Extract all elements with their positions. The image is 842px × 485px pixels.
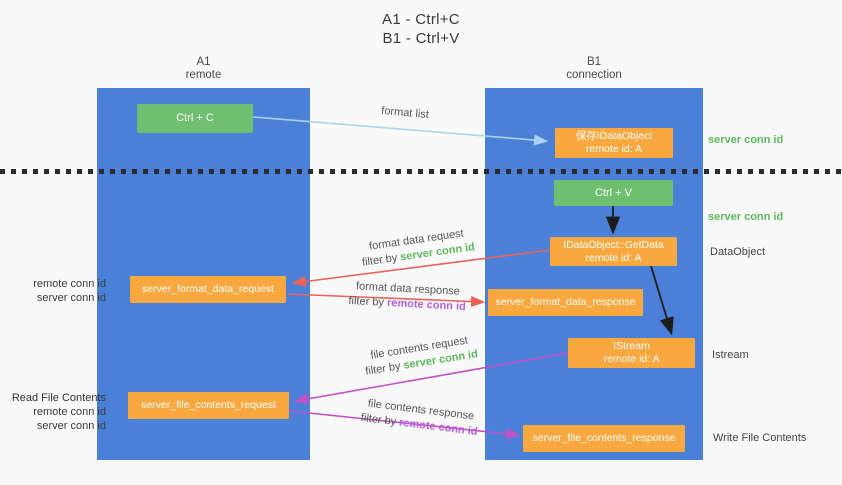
ctrl-c-label: Ctrl + C (176, 112, 214, 124)
file-request-conn-ids: Read File Contents remote conn id server… (0, 391, 106, 433)
idataobject-getdata-line1: IDataObject::GetData (563, 238, 664, 251)
save-idataobject-box: 保存IDataObject remote id: A (555, 128, 673, 158)
format-request-conn-ids: remote conn id server conn id (0, 277, 106, 305)
lifeline-a1-header: A1 remote (97, 56, 310, 82)
server-format-data-request-label: server_format_data_request (142, 283, 274, 295)
copy-paste-divider (0, 169, 842, 174)
lifeline-a1-id: A1 (196, 56, 211, 68)
lifeline-b1-header: B1 connection (485, 56, 703, 82)
server-conn-id-top-label: server conn id (708, 134, 784, 146)
write-file-contents-label: Write File Contents (713, 432, 807, 444)
format-data-request-arrow (291, 249, 551, 288)
read-file-contents-label: Read File Contents (11, 392, 106, 404)
diagram-title: A1 - Ctrl+C B1 - Ctrl+V (0, 10, 842, 48)
ctrl-v-label: Ctrl + V (595, 186, 632, 199)
getdata-to-istream-arrow (650, 265, 674, 336)
lifeline-b1-role: connection (566, 69, 622, 81)
save-idataobject-line1: 保存IDataObject (575, 130, 653, 142)
title-line-2: B1 - Ctrl+V (382, 30, 460, 47)
filter-by-text: filter by (361, 251, 399, 269)
format-data-response-arrow (286, 293, 486, 308)
istream-box: IStream remote id: A (568, 338, 695, 368)
remote-conn-id-text: remote conn id (386, 296, 467, 314)
istream-line1: IStream (613, 340, 650, 352)
filter-by-text: filter by (360, 411, 397, 429)
filter-by-text: filter by (348, 294, 385, 309)
remote-conn-id-label: remote conn id (33, 278, 106, 290)
lifeline-b1-id: B1 (586, 56, 602, 68)
server-file-contents-response-box: server_file_contents_response (523, 425, 685, 452)
remote-conn-id-label: remote conn id (33, 406, 106, 418)
idataobject-getdata-line2: remote id: A (585, 251, 642, 264)
server-format-data-response-box: server_format_data_response (488, 289, 643, 316)
file-contents-request-arrow (293, 352, 569, 405)
save-idataobject-line2: remote id: A (585, 143, 643, 155)
dataobject-label: DataObject (710, 246, 766, 258)
file-contents-response-arrow (289, 410, 521, 440)
server-format-data-request-box: server_format_data_request (130, 276, 286, 303)
server-conn-id-mid-label: server conn id (708, 211, 784, 223)
ctrl-v-box: Ctrl + V (554, 180, 673, 206)
server-conn-id-label: server conn id (36, 292, 106, 304)
server-file-contents-response-label: server_file_contents_response (532, 432, 676, 444)
server-format-data-response-label: server_format_data_response (495, 296, 636, 308)
title-line-1: A1 - Ctrl+C (382, 11, 460, 28)
istream-side-label: Istream (712, 349, 749, 361)
idataobject-getdata-box: IDataObject::GetData remote id: A (550, 237, 677, 266)
server-file-contents-request-label: server_file_contents_request (141, 399, 276, 411)
ctrl-c-box: Ctrl + C (137, 104, 253, 133)
format-list-arrow (252, 116, 549, 146)
istream-line2: remote id: A (603, 353, 660, 365)
lifeline-a1-role: remote (185, 69, 222, 81)
server-file-contents-request-box: server_file_contents_request (128, 392, 289, 419)
server-conn-id-label: server conn id (36, 420, 106, 432)
